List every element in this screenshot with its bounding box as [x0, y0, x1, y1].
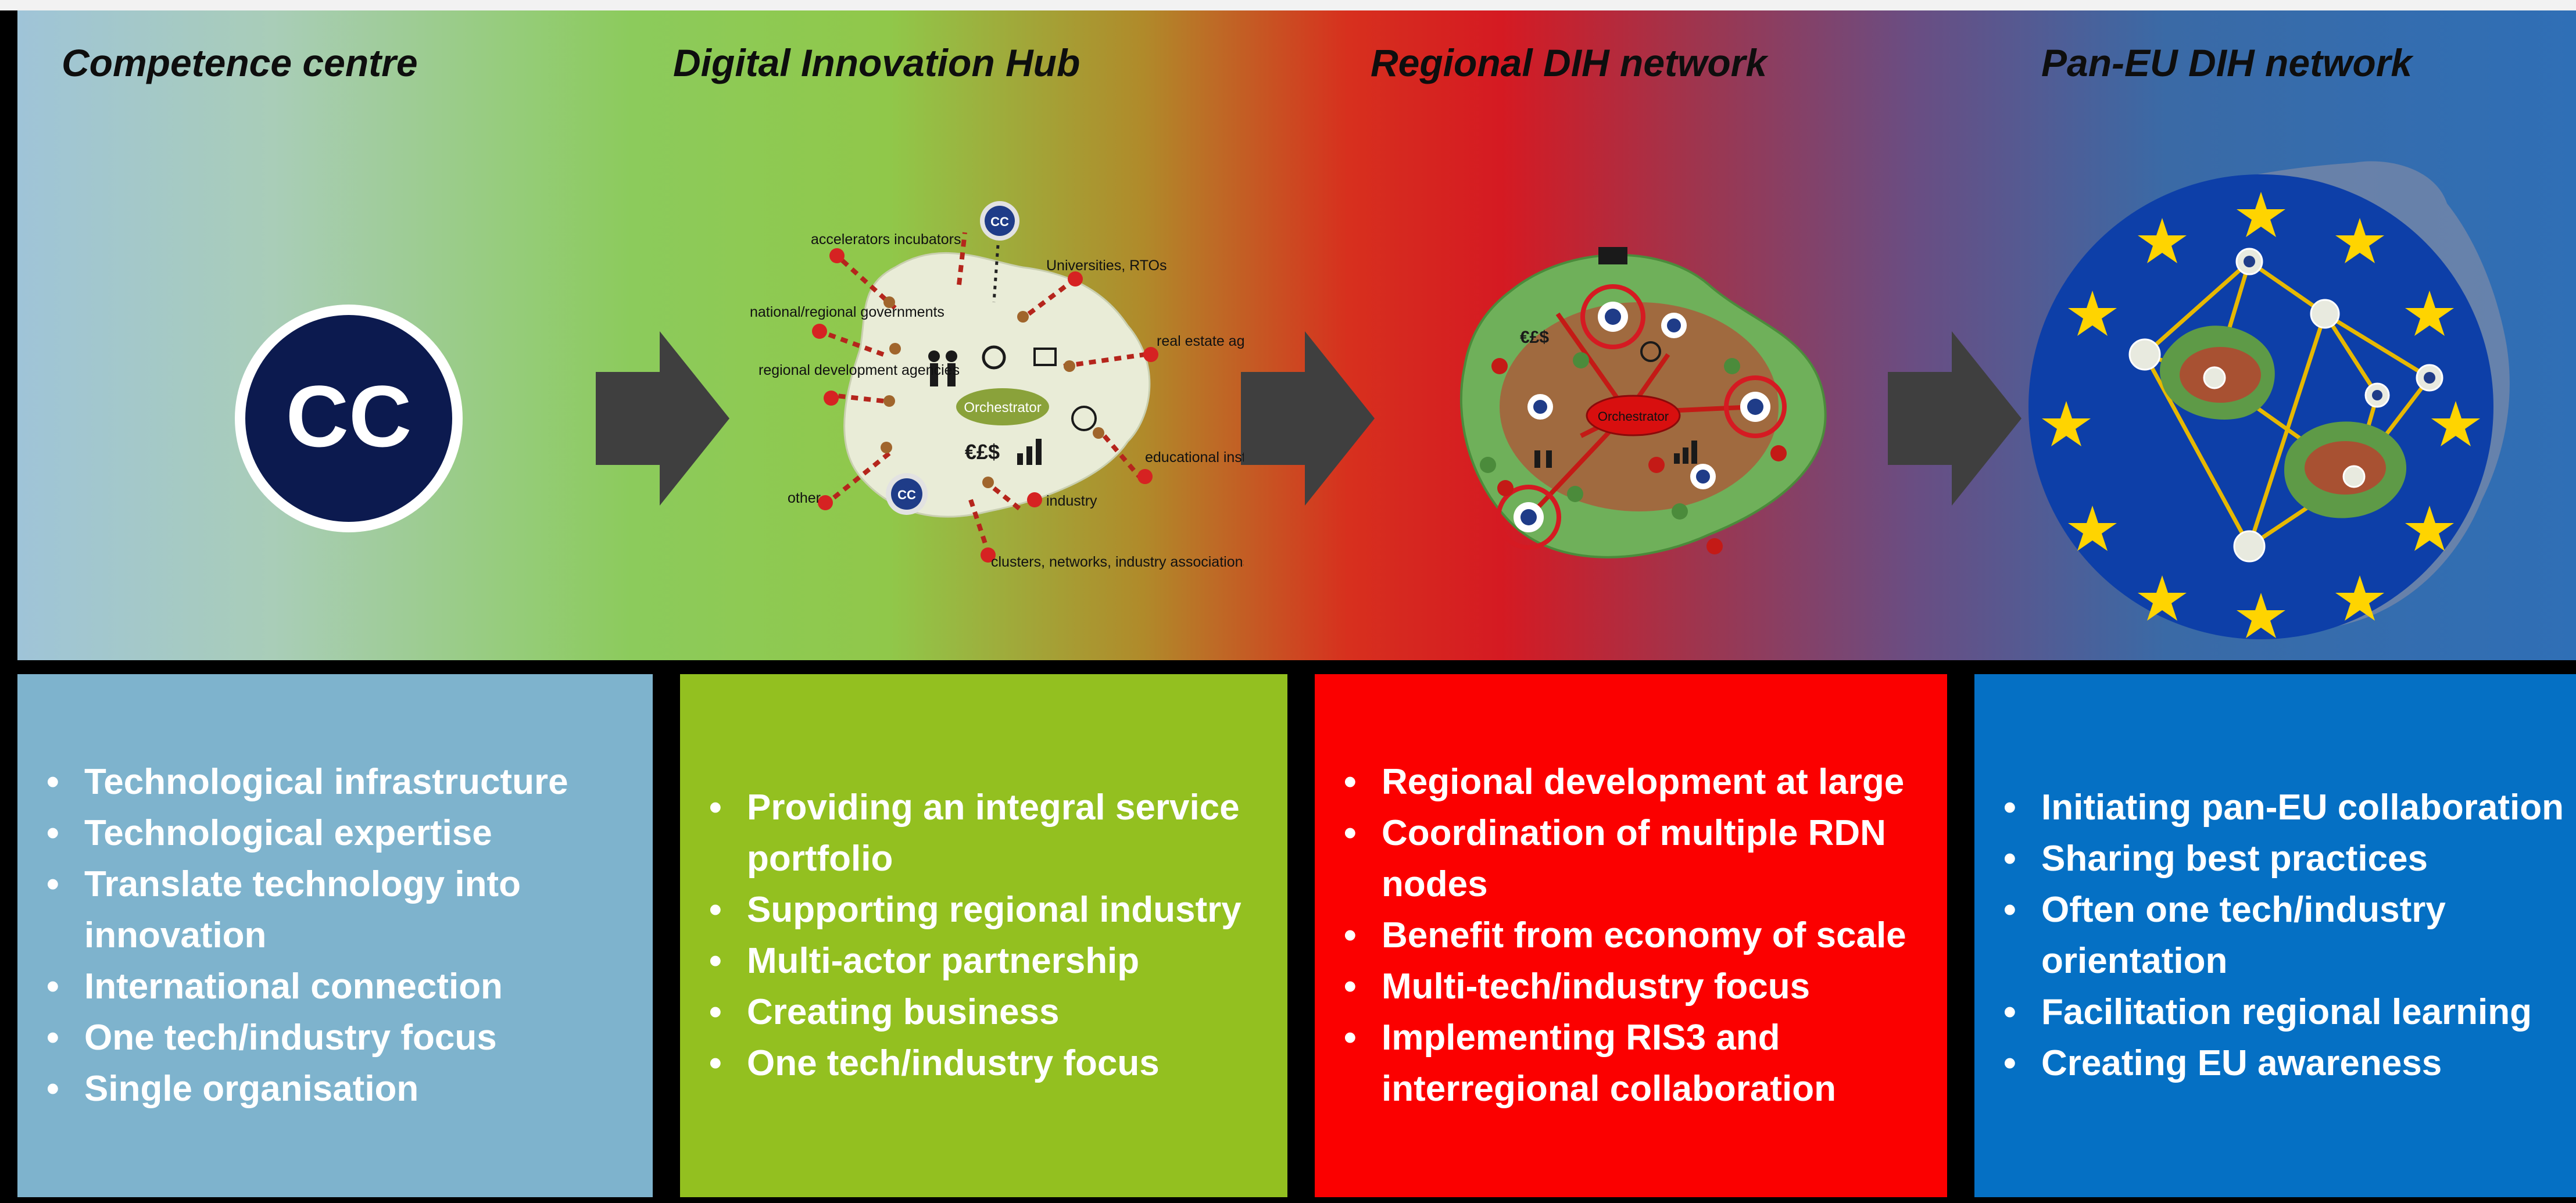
top-margin — [0, 0, 2576, 10]
list-item: Multi-actor partnership — [703, 936, 1276, 987]
list-item: Benefit from economy of scale — [1338, 910, 1935, 961]
card-pan-eu-dih-network: Initiating pan-EU collaboration Sharing … — [1974, 674, 2576, 1197]
bullet-list: Initiating pan-EU collaboration Sharing … — [1998, 782, 2564, 1089]
regional-currency-label: €£$ — [1520, 328, 1549, 347]
list-item: Creating EU awareness — [1998, 1038, 2564, 1089]
svg-text:Universities, RTOs: Universities, RTOs — [1046, 257, 1167, 274]
list-item: Translate technology into innovation — [41, 859, 641, 961]
cc-logo-text: CC — [286, 367, 412, 465]
svg-text:CC: CC — [897, 488, 916, 502]
list-item: Creating business — [703, 987, 1276, 1038]
svg-text:accelerators incubators: accelerators incubators — [811, 231, 961, 248]
bullet-list: Technological infrastructure Technologic… — [41, 757, 641, 1115]
list-item: Implementing RIS3 and interregional coll… — [1338, 1012, 1935, 1115]
arrow-right-icon — [1241, 331, 1375, 506]
list-item: Technological infrastructure — [41, 757, 641, 808]
arrow-right-icon — [1888, 331, 2022, 506]
cc-logo-icon: CC — [235, 305, 463, 532]
svg-text:real estate agents: real estate agents — [1157, 333, 1244, 349]
list-item: Technological expertise — [41, 808, 641, 859]
list-item: Initiating pan-EU collaboration — [1998, 782, 2564, 833]
list-item: International connection — [41, 961, 641, 1012]
card-regional-dih-network: Regional development at large Coordinati… — [1315, 674, 1947, 1197]
stage-title-competence-centre: Competence centre — [62, 41, 418, 84]
list-item: One tech/industry focus — [703, 1038, 1276, 1089]
stage-title-regional-dih-network: Regional DIH network — [1371, 41, 1768, 84]
svg-text:other: other — [788, 490, 821, 506]
list-item: Multi-tech/industry focus — [1338, 961, 1935, 1012]
regional-orchestrator-label: Orchestrator — [1598, 409, 1669, 424]
svg-text:CC: CC — [990, 214, 1009, 229]
list-item: Often one tech/industry orientation — [1998, 885, 2564, 987]
list-item: Sharing best practices — [1998, 833, 2564, 885]
stage-title-pan-eu-dih-network: Pan-EU DIH network — [2041, 41, 2413, 84]
list-item: Supporting regional industry — [703, 885, 1276, 936]
bullet-list: Regional development at large Coordinati… — [1338, 757, 1935, 1115]
currency-label: €£$ — [965, 440, 1000, 464]
bullet-list: Providing an integral service portfolio … — [703, 782, 1276, 1089]
stage-title-digital-innovation-hub: Digital Innovation Hub — [673, 41, 1081, 84]
list-item: One tech/industry focus — [41, 1012, 641, 1064]
card-digital-innovation-hub: Providing an integral service portfolio … — [680, 674, 1287, 1197]
regional-network-illustration: Orchestrator €£$ — [1459, 247, 1827, 558]
svg-text:industry: industry — [1046, 493, 1097, 509]
svg-text:educational institutes: educational institutes — [1145, 449, 1244, 466]
svg-text:regional development agencies: regional development agencies — [759, 362, 960, 378]
card-competence-centre: Technological infrastructure Technologic… — [17, 674, 653, 1197]
list-item: Single organisation — [41, 1064, 641, 1115]
eu-map-illustration — [2028, 161, 2510, 639]
list-item: Providing an integral service portfolio — [703, 782, 1276, 885]
svg-text:clusters, networks, industry a: clusters, networks, industry association… — [991, 554, 1244, 570]
orchestrator-label: Orchestrator — [964, 400, 1041, 416]
svg-text:national/regional governments: national/regional governments — [750, 304, 944, 320]
arrow-right-icon — [596, 331, 729, 506]
list-item: Coordination of multiple RDN nodes — [1338, 808, 1935, 910]
list-item: Facilitation regional learning — [1998, 987, 2564, 1038]
list-item: Regional development at large — [1338, 757, 1935, 808]
dih-ecosystem-illustration: Orchestrator CC CC €£$ accelerators incu… — [750, 201, 1244, 570]
